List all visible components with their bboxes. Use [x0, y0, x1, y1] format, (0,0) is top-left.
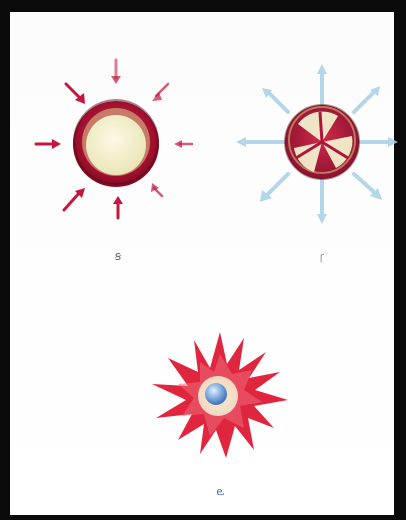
ring-inner-core — [86, 115, 146, 175]
segmented-disk-with-blue-rays-figure — [228, 58, 406, 230]
star-blue-core — [205, 383, 227, 405]
figure-label-top-right: ꞅ — [312, 251, 332, 263]
figure-label-bottom: ⱸ — [210, 486, 230, 498]
figure-label-top-left: ꞩ — [108, 250, 128, 262]
ring-with-inward-arrows-figure — [28, 52, 210, 222]
spiky-star-with-blue-center-figure — [148, 326, 294, 466]
